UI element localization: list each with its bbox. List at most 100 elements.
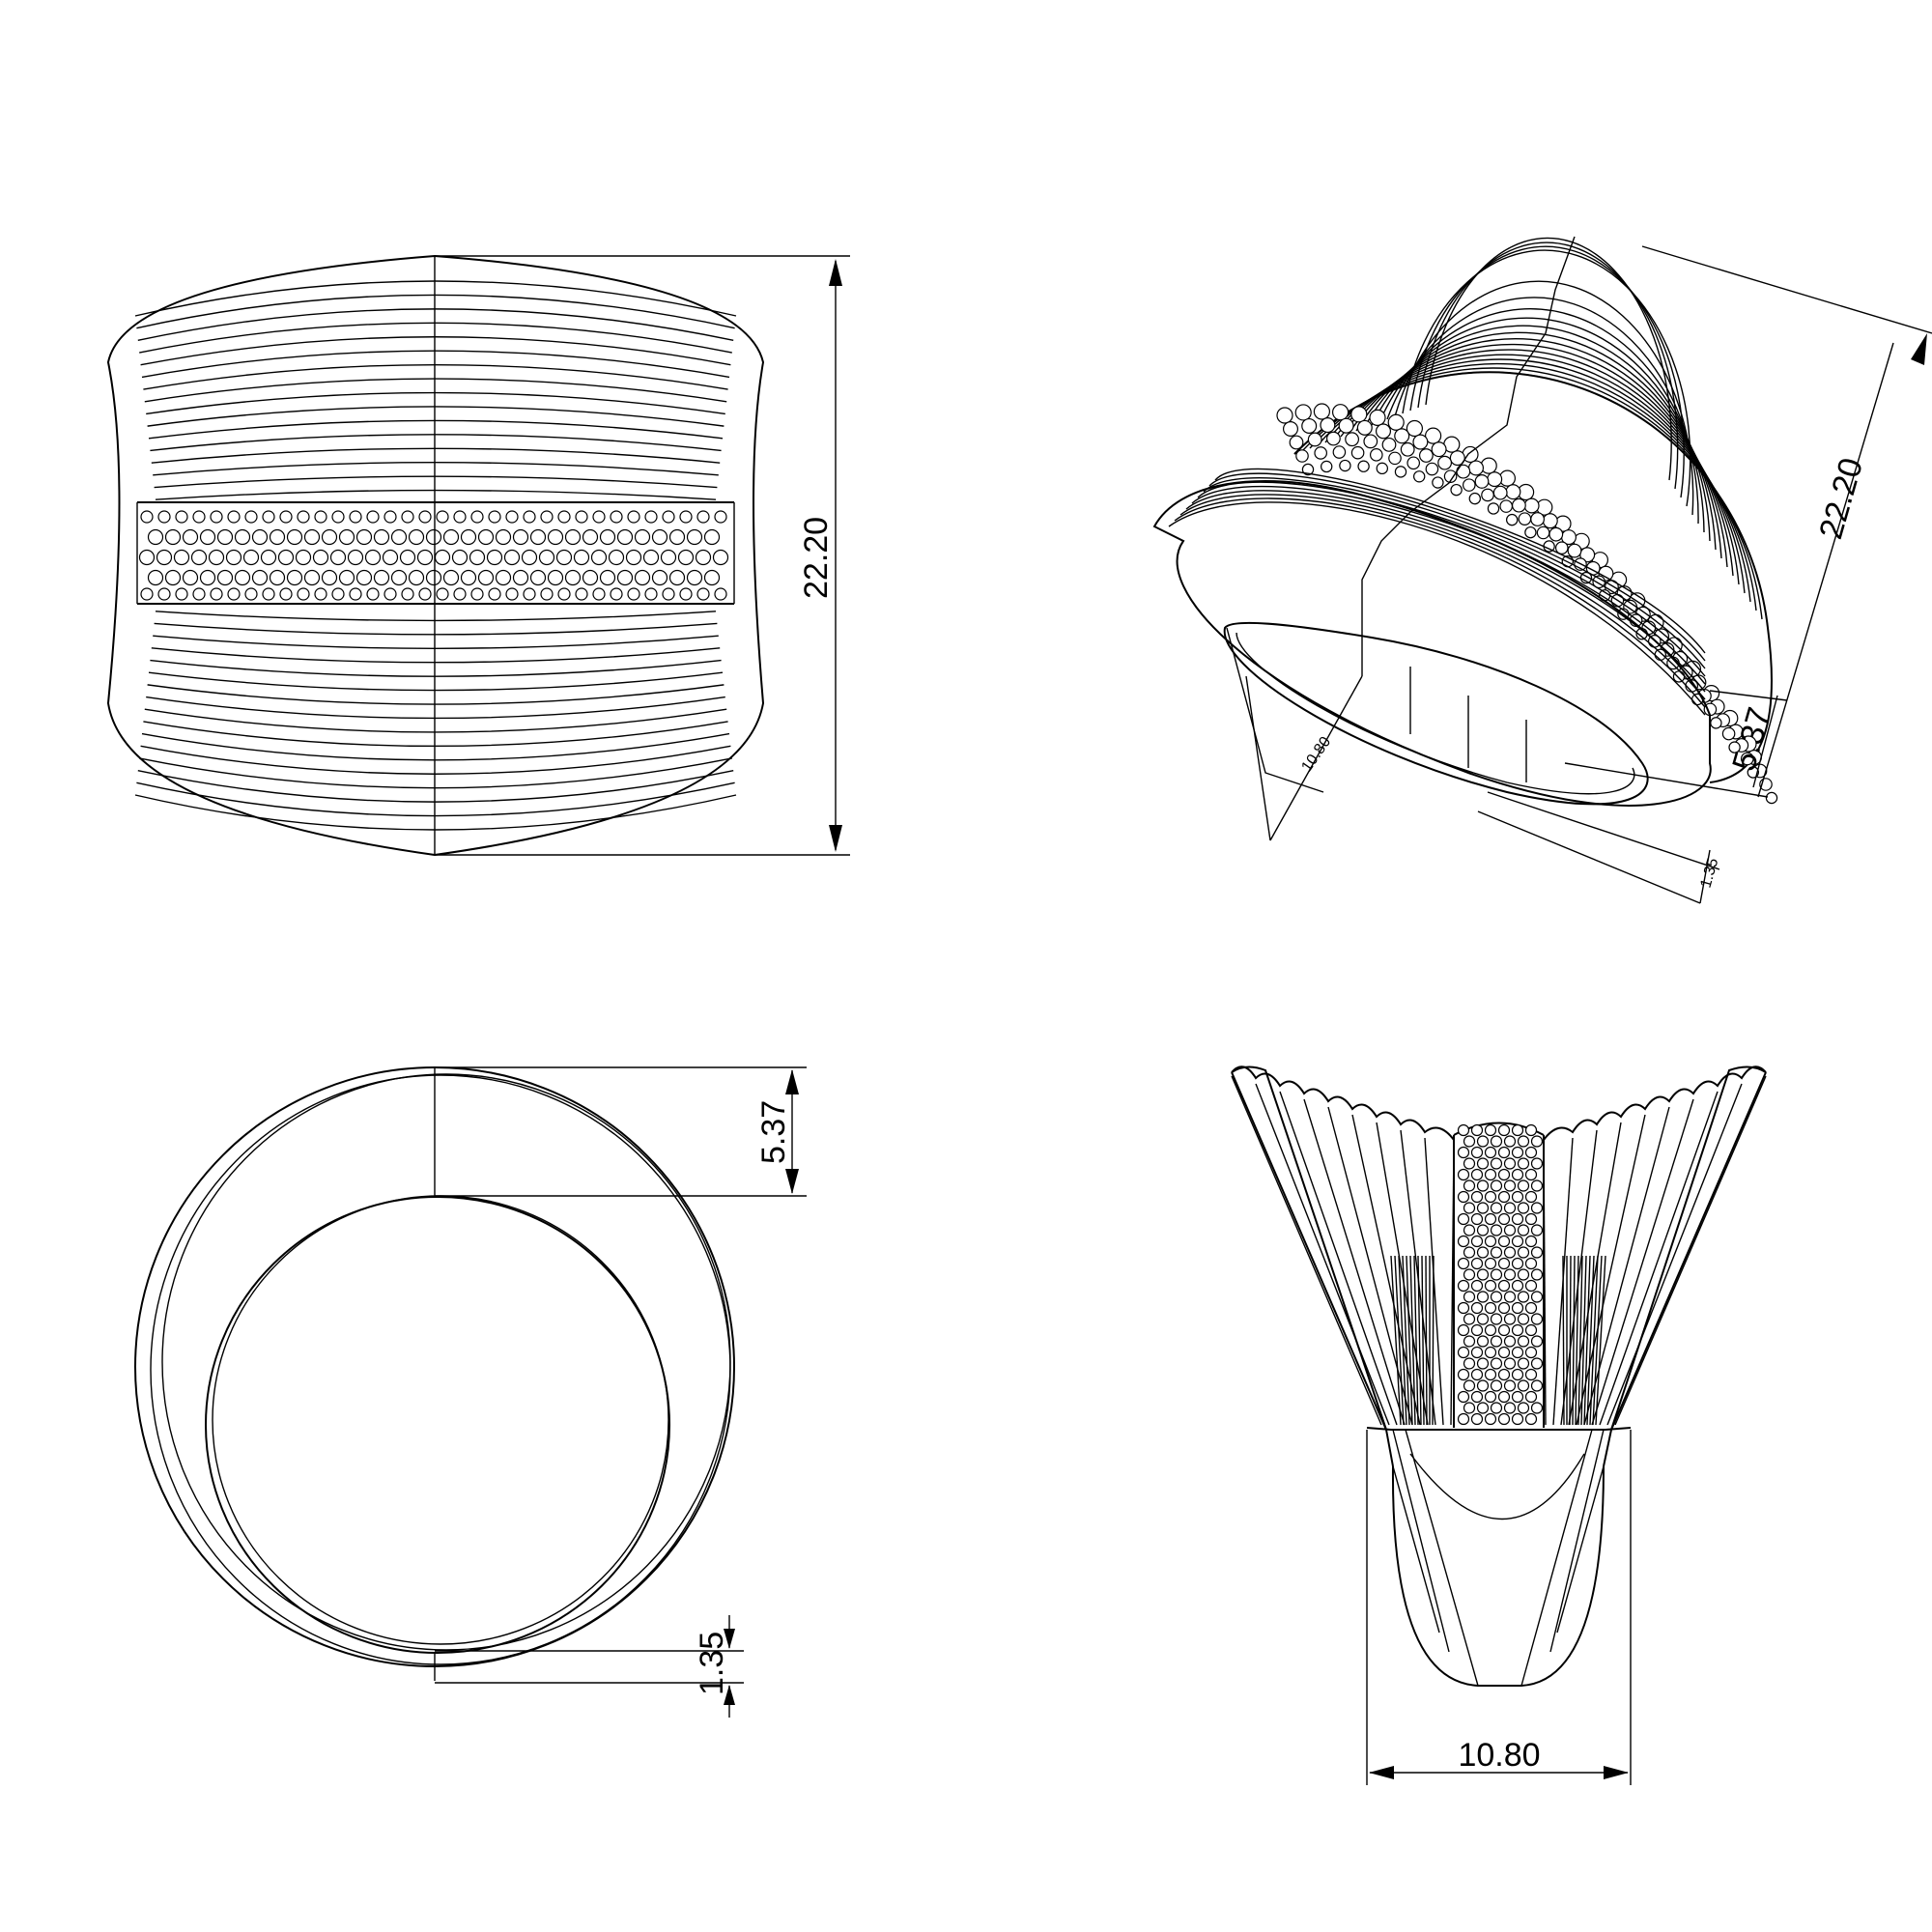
- front-view: [106, 254, 765, 857]
- front-gem: [416, 549, 434, 566]
- front-gem: [477, 528, 495, 546]
- iso-gem: [1338, 417, 1354, 434]
- top-gem: [1457, 1168, 1470, 1181]
- top-gem: [1476, 1157, 1490, 1170]
- iso-gem: [1301, 463, 1315, 476]
- top-gem: [1530, 1268, 1544, 1281]
- front-gem: [616, 569, 634, 586]
- front-gem: [227, 587, 241, 601]
- front-gem: [488, 587, 501, 601]
- front-gem: [469, 549, 486, 566]
- front-gem: [225, 549, 242, 566]
- iso-gem: [1492, 485, 1508, 500]
- top-gem: [1503, 1157, 1517, 1170]
- side-view: [134, 1066, 735, 1681]
- iso-gem: [1468, 492, 1482, 505]
- front-gem: [349, 587, 362, 601]
- top-fine-hatch: [1413, 1255, 1419, 1426]
- front-gem: [573, 549, 590, 566]
- iso-gem: [1388, 451, 1402, 466]
- front-gem: [314, 587, 327, 601]
- top-gem: [1511, 1146, 1524, 1159]
- top-right-ridge: [1568, 1122, 1622, 1426]
- top-fine-hatch: [1583, 1255, 1591, 1426]
- top-gem: [1511, 1279, 1524, 1293]
- top-left-ridge: [1376, 1122, 1429, 1426]
- top-gem: [1511, 1368, 1524, 1381]
- iso-gem: [1542, 513, 1558, 529]
- front-gem: [662, 587, 675, 601]
- iso-top-thickness-dimension: 5.37: [1564, 690, 1788, 798]
- front-bottom-ridge: [148, 671, 724, 692]
- front-gem: [401, 587, 414, 601]
- iso-gem: [1332, 445, 1347, 459]
- top-gem: [1497, 1123, 1511, 1137]
- iso-rim-outline: [1152, 479, 1712, 807]
- iso-gem: [1406, 419, 1424, 438]
- iso-gem: [1356, 419, 1373, 436]
- top-gem: [1484, 1257, 1497, 1270]
- top-view: [1231, 1065, 1767, 1687]
- front-gem: [364, 549, 382, 566]
- top-gem: [1490, 1224, 1503, 1236]
- iso-gem: [1654, 648, 1667, 661]
- front-gem: [234, 569, 251, 586]
- front-gem: [286, 528, 303, 546]
- iso-gem: [1487, 502, 1500, 515]
- iso-dome-ridge: [1409, 245, 1685, 498]
- top-gem: [1503, 1291, 1517, 1303]
- top-gem: [1497, 1190, 1511, 1204]
- top-gem: [1476, 1202, 1490, 1214]
- top-fine-hatch: [1421, 1255, 1425, 1426]
- front-gem: [470, 587, 484, 601]
- top-gem: [1476, 1402, 1490, 1414]
- front-gem: [610, 587, 623, 601]
- front-gem: [384, 510, 397, 524]
- top-gem: [1503, 1335, 1517, 1348]
- top-gem: [1490, 1357, 1503, 1370]
- top-fine-hatch: [1580, 1255, 1587, 1426]
- top-gem: [1524, 1190, 1538, 1204]
- iso-dome-ridge: [1425, 237, 1672, 481]
- iso-gem: [1747, 766, 1760, 779]
- top-gem: [1476, 1179, 1490, 1192]
- front-gem: [244, 587, 258, 601]
- front-top-ridge: [143, 363, 728, 390]
- front-gem: [262, 510, 275, 524]
- front-gem: [540, 587, 554, 601]
- front-bottom-ridge: [144, 708, 727, 733]
- top-left-ridge: [1255, 1083, 1390, 1426]
- top-left-ridge: [1231, 1075, 1382, 1426]
- top-gem: [1530, 1202, 1544, 1214]
- top-gem: [1484, 1390, 1497, 1404]
- front-gem: [660, 549, 677, 566]
- iso-gem: [1375, 423, 1391, 440]
- iso-inner-shadow: [1226, 627, 1324, 793]
- iso-bottom-thickness-dimension: 1.35: [1477, 791, 1721, 904]
- iso-gem: [1412, 470, 1426, 483]
- top-fine-hatch: [1589, 1255, 1599, 1426]
- front-gem: [712, 549, 729, 566]
- top-gem: [1517, 1135, 1530, 1148]
- front-gem: [625, 549, 642, 566]
- top-right-ridge: [1599, 1091, 1719, 1426]
- side-top-thickness-label: 5.37: [755, 1100, 792, 1164]
- iso-dome-ridges: [1293, 237, 1773, 783]
- top-gem: [1463, 1402, 1476, 1414]
- iso-gem: [1463, 478, 1476, 492]
- top-gem: [1503, 1246, 1517, 1259]
- front-bottom-ridge: [143, 721, 728, 748]
- top-gem: [1484, 1235, 1497, 1248]
- front-top-ridge: [151, 447, 721, 464]
- top-gem: [1490, 1402, 1503, 1414]
- top-gem: [1530, 1224, 1544, 1236]
- front-gem: [260, 549, 277, 566]
- top-gem: [1470, 1190, 1484, 1204]
- iso-rim-ridge: [1214, 468, 1706, 654]
- front-gem: [434, 549, 451, 566]
- top-gem: [1490, 1157, 1503, 1170]
- iso-gem: [1339, 459, 1351, 472]
- front-gem: [384, 587, 397, 601]
- top-fine-hatch: [1572, 1255, 1576, 1426]
- top-gem: [1524, 1412, 1538, 1426]
